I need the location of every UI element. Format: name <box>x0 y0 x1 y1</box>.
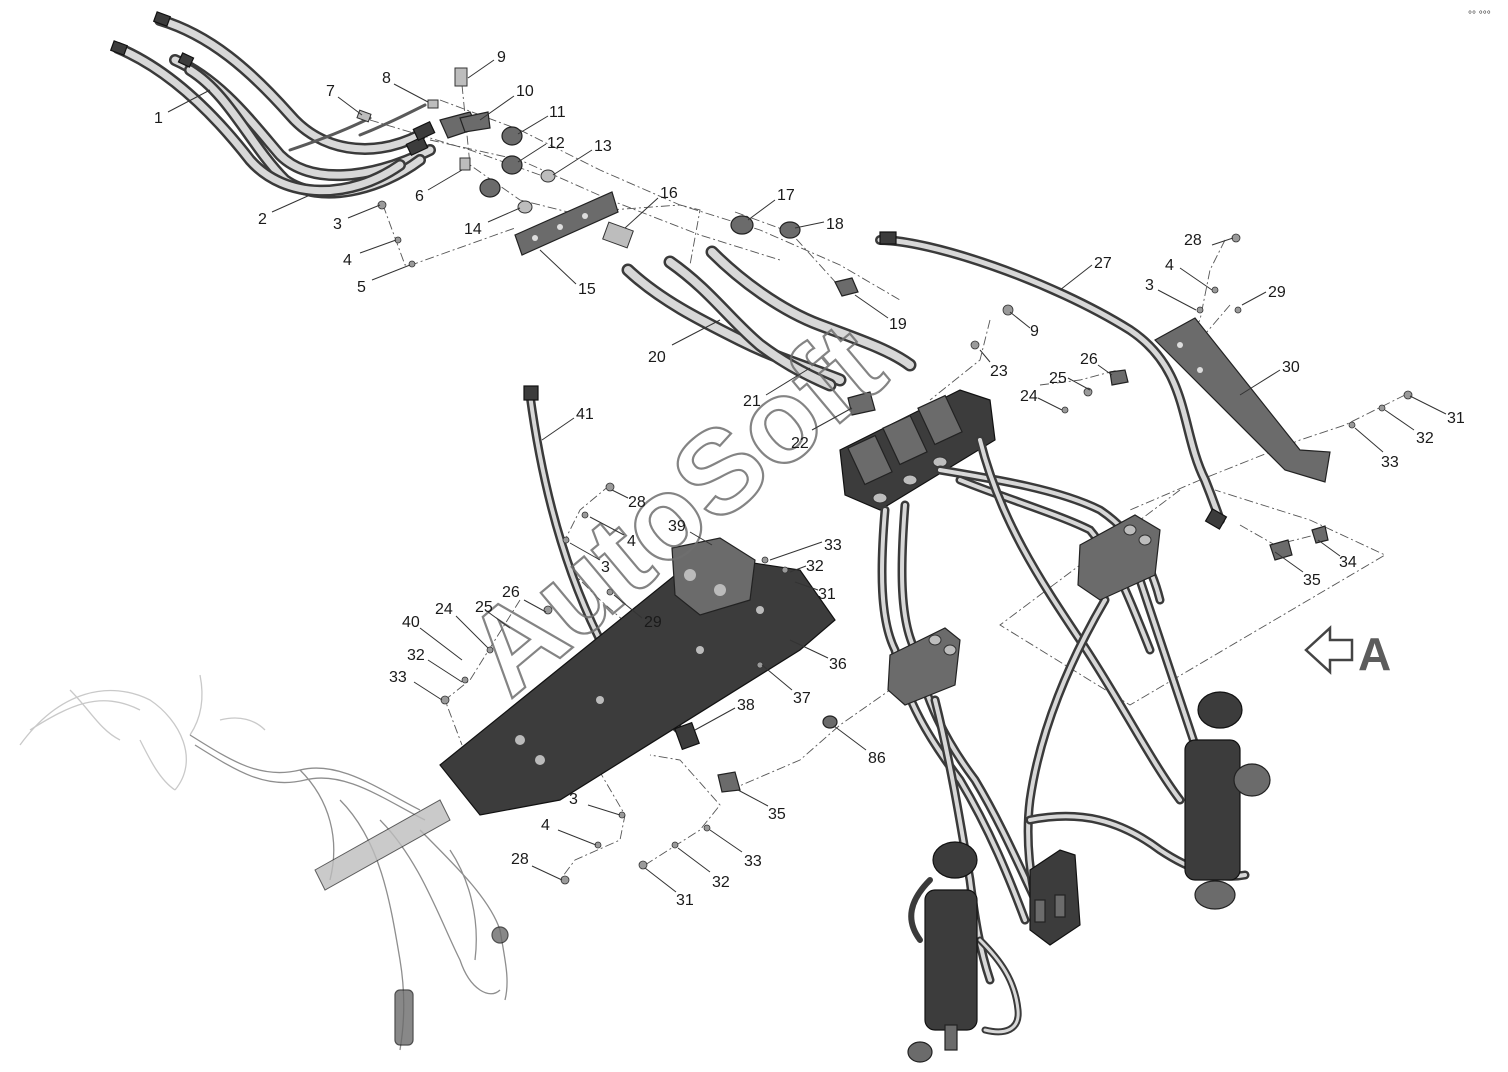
callout-29-mid: 29 <box>644 614 662 631</box>
callout-24-mid: 24 <box>435 601 453 618</box>
callout-5: 5 <box>357 279 366 296</box>
valve-block-right <box>1077 514 1161 601</box>
overview-reference-drawing <box>19 674 509 1051</box>
callout-25: 25 <box>1049 370 1067 387</box>
callout-35-right: 35 <box>1303 572 1321 589</box>
callout-3-right: 3 <box>1145 277 1154 294</box>
corner-mark: °° °°° <box>1468 10 1491 21</box>
hose-group-20 <box>621 231 1228 530</box>
callout-33-left: 33 <box>389 669 407 686</box>
view-a-indicator: A <box>1304 625 1391 680</box>
callout-23: 23 <box>990 363 1008 380</box>
view-label: A <box>1358 628 1391 680</box>
callout-14: 14 <box>464 221 482 238</box>
callout-9-right: 9 <box>1030 323 1039 340</box>
callout-30: 30 <box>1282 359 1300 376</box>
callout-40: 40 <box>402 614 420 631</box>
callout-28-mid: 28 <box>628 494 646 511</box>
callout-9: 9 <box>497 49 506 66</box>
callout-7: 7 <box>326 83 335 100</box>
callout-33-mid: 33 <box>824 537 842 554</box>
callout-3-mid: 3 <box>601 559 610 576</box>
view-arrow-icon <box>1304 625 1354 675</box>
callout-28: 28 <box>1184 232 1202 249</box>
fittings-mid <box>602 215 859 297</box>
callout-86: 86 <box>868 750 886 767</box>
callout-36: 36 <box>829 656 847 673</box>
callout-10: 10 <box>516 83 534 100</box>
callout-13: 13 <box>594 138 612 155</box>
callout-34: 34 <box>1339 554 1357 571</box>
callout-39: 39 <box>668 518 686 535</box>
callout-26-mid: 26 <box>502 584 520 601</box>
callout-4: 4 <box>343 252 352 269</box>
callout-12: 12 <box>547 135 565 152</box>
callout-20: 20 <box>648 349 666 366</box>
callout-16: 16 <box>660 185 678 202</box>
callout-22: 22 <box>791 435 809 452</box>
callout-29: 29 <box>1268 284 1286 301</box>
callout-3-lower: 3 <box>569 791 578 808</box>
cylinder-left <box>907 841 978 1063</box>
callout-41: 41 <box>576 406 594 423</box>
callout-2: 2 <box>258 211 267 228</box>
callout-28-lower: 28 <box>511 851 529 868</box>
callout-32: 32 <box>1416 430 1434 447</box>
frame-plate-36 <box>439 537 836 816</box>
callout-32-mid: 32 <box>806 558 824 575</box>
callout-33-lower: 33 <box>744 853 762 870</box>
hose-group-top-left <box>109 11 436 199</box>
callout-31: 31 <box>1447 410 1465 427</box>
callout-31-lower: 31 <box>676 892 694 909</box>
callout-4-right: 4 <box>1165 257 1174 274</box>
bracket-15 <box>514 191 619 256</box>
callout-18: 18 <box>826 216 844 233</box>
manifold-bracket <box>1029 849 1081 946</box>
cylinder-right <box>1184 691 1271 910</box>
callout-32-lower: 32 <box>712 874 730 891</box>
callout-19: 19 <box>889 316 907 333</box>
callout-6: 6 <box>415 188 424 205</box>
callout-1: 1 <box>154 110 163 127</box>
callouts: 1 2 3 4 5 6 7 8 9 10 11 12 13 14 15 16 1… <box>154 49 1465 909</box>
callout-33: 33 <box>1381 454 1399 471</box>
callout-11: 11 <box>549 104 566 121</box>
callout-35-lower: 35 <box>768 806 786 823</box>
fittings-top <box>356 67 556 214</box>
callout-38: 38 <box>737 697 755 714</box>
valve-block-left <box>887 627 961 706</box>
fasteners <box>377 200 1413 885</box>
callout-24: 24 <box>1020 388 1038 405</box>
callout-4-mid: 4 <box>627 533 636 550</box>
callout-8: 8 <box>382 70 391 87</box>
callout-3: 3 <box>333 216 342 233</box>
callout-27: 27 <box>1094 255 1112 272</box>
callout-26: 26 <box>1080 351 1098 368</box>
callout-37: 37 <box>793 690 811 707</box>
callout-4-lower: 4 <box>541 817 550 834</box>
callout-32-left: 32 <box>407 647 425 664</box>
valve-block-main <box>839 389 996 511</box>
callout-15: 15 <box>578 281 596 298</box>
callout-21: 21 <box>743 393 761 410</box>
fittings-right <box>717 369 1329 793</box>
callout-17: 17 <box>777 187 795 204</box>
bracket-30 <box>1154 317 1331 483</box>
callout-31-mid: 31 <box>818 586 836 603</box>
callout-25-mid: 25 <box>475 599 493 616</box>
